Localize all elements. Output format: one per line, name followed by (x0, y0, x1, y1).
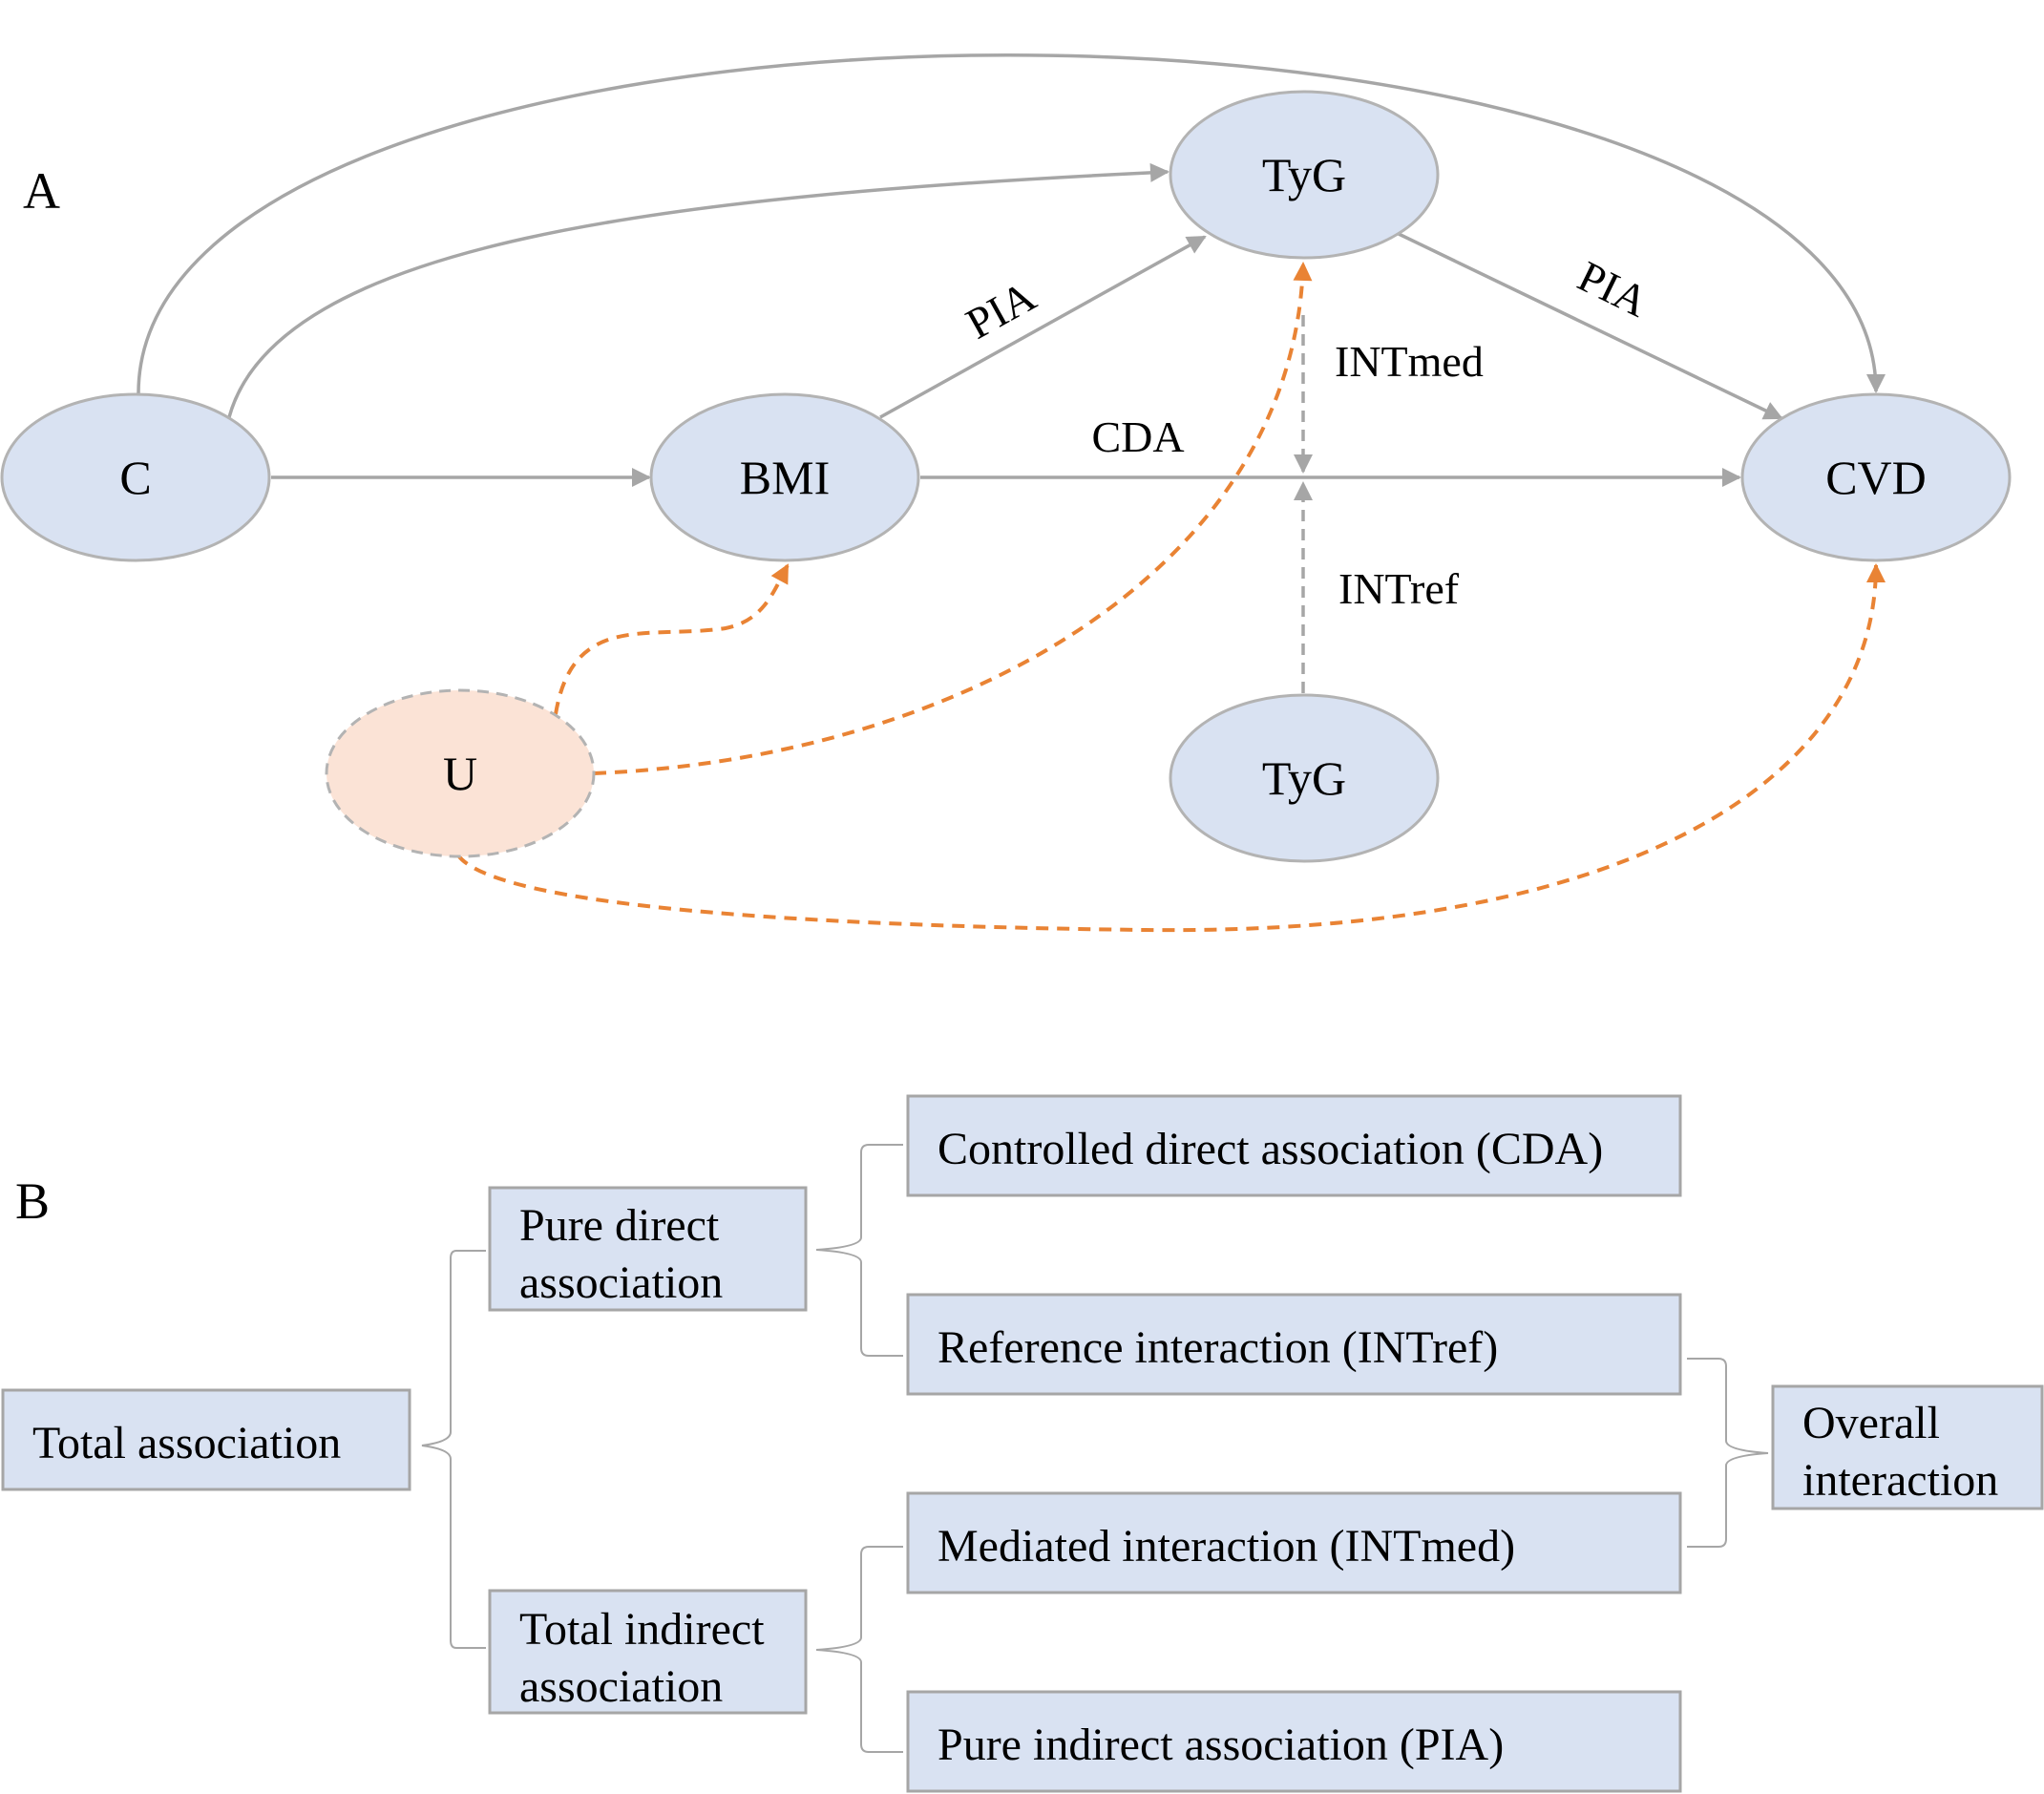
box-pure-direct-line2: association (519, 1257, 723, 1308)
node-tyg-bottom-label: TyG (1262, 751, 1346, 805)
box-intref-text: Reference interaction (INTref) (938, 1322, 1498, 1373)
bracket-overall (1687, 1358, 1769, 1548)
box-pure-direct-line1: Pure direct (519, 1200, 720, 1251)
bracket-total-indirect (815, 1546, 903, 1753)
box-total-association-text: Total association (32, 1418, 341, 1468)
box-total-association (1, 1388, 411, 1491)
panel-b-label: B (15, 1172, 50, 1230)
box-total-indirect-line1: Total indirect (519, 1604, 765, 1655)
box-intref (906, 1293, 1682, 1396)
box-cda (906, 1094, 1682, 1197)
edge-u-to-bmi (554, 563, 790, 715)
node-c-label: C (119, 451, 151, 504)
panel-a: A C BMI TyG CVD U TyG PIA PIA CDA INTmed (0, 53, 2012, 933)
box-total-indirect (488, 1589, 808, 1715)
box-cda-text: Controlled direct association (CDA) (938, 1124, 1603, 1174)
bracket-pure-direct (815, 1144, 903, 1357)
box-intmed (906, 1491, 1682, 1594)
node-tyg-top (1169, 90, 1440, 260)
label-intref: INTref (1338, 564, 1460, 613)
panel-b: B Total association Pure direct associat… (1, 1094, 2044, 1793)
edge-tyg-to-cvd (1398, 232, 1783, 420)
bracket-total (421, 1250, 486, 1649)
node-u (325, 688, 596, 858)
edge-u-to-cvd (456, 563, 1886, 933)
label-cda: CDA (1091, 412, 1184, 461)
box-total-indirect-line2: association (519, 1661, 723, 1712)
node-tyg-bottom (1169, 693, 1440, 863)
node-bmi-label: BMI (740, 451, 830, 504)
edge-u-to-tyg (593, 262, 1313, 775)
box-overall-line2: interaction (1802, 1455, 1998, 1506)
box-overall-interaction (1771, 1384, 2044, 1510)
box-pia (906, 1690, 1682, 1793)
box-overall-line1: Overall (1802, 1398, 1940, 1448)
edge-bmi-to-tyg (879, 235, 1207, 419)
label-pia-right: PIA (1570, 251, 1655, 326)
node-bmi (649, 392, 920, 562)
box-intmed-text: Mediated interaction (INTmed) (938, 1521, 1515, 1572)
node-c (0, 392, 271, 562)
node-cvd-label: CVD (1825, 451, 1927, 504)
node-tyg-top-label: TyG (1262, 148, 1346, 201)
edge-c-to-cvd (137, 53, 1886, 394)
label-intmed: INTmed (1335, 337, 1484, 386)
box-pure-direct (488, 1186, 808, 1312)
panel-a-label: A (23, 162, 60, 220)
node-cvd (1740, 392, 2012, 562)
box-pia-text: Pure indirect association (PIA) (938, 1720, 1504, 1770)
node-u-label: U (443, 747, 477, 800)
label-pia-left: PIA (958, 271, 1043, 348)
edge-c-to-tyg (227, 162, 1170, 418)
